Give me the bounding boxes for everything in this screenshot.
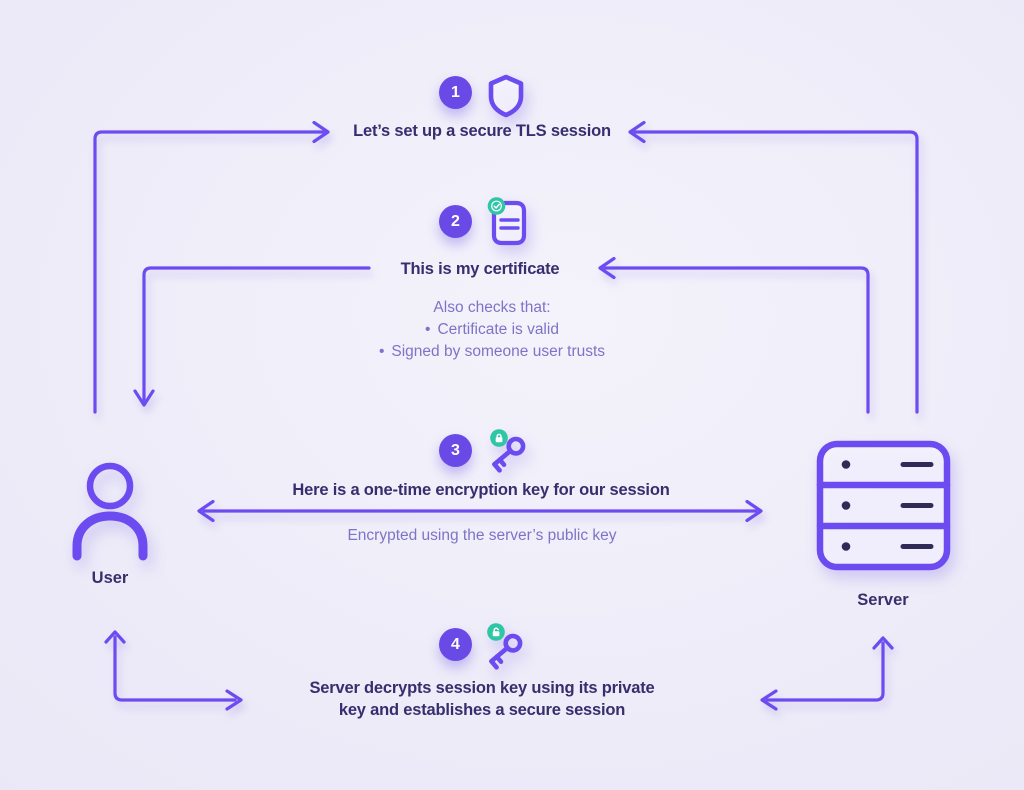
- server-label: Server: [857, 591, 909, 609]
- user-label: User: [91, 569, 129, 587]
- key-unlocked-icon: [487, 623, 523, 670]
- arrow-step4-left: [104, 630, 243, 711]
- arrow-step3-bidirectional: [197, 499, 763, 523]
- verified-badge-icon: [487, 197, 506, 215]
- step4-title-line2: key and establishes a secure session: [338, 701, 626, 719]
- step1-number-badge: 1: [439, 76, 472, 109]
- bullet-marker: •: [425, 321, 431, 338]
- step2-number-badge: 2: [439, 205, 472, 238]
- step3-subtitle: Encrypted using the server’s public key: [347, 527, 617, 544]
- step2-bullet-2: • Signed by someone user trusts: [379, 343, 605, 361]
- arrow-step4-right: [760, 636, 894, 711]
- lock-closed-badge-icon: [490, 429, 508, 447]
- step4-title-line1: Server decrypts session key using its pr…: [309, 679, 655, 697]
- server-icon: [816, 440, 951, 571]
- user-icon: [72, 462, 148, 561]
- step3-number-badge: 3: [439, 434, 472, 467]
- arrow-step1-from-server: [628, 120, 919, 414]
- arrow-step2-to-user: [133, 266, 371, 407]
- bullet-text: Certificate is valid: [437, 321, 559, 338]
- arrow-step2-from-server: [598, 256, 870, 414]
- step4-number-badge: 4: [439, 628, 472, 661]
- step2-bullet-1: • Certificate is valid: [425, 321, 559, 339]
- step1-title: Let’s set up a secure TLS session: [353, 122, 611, 140]
- bullet-marker: •: [378, 343, 385, 360]
- step2-title: This is my certificate: [400, 260, 560, 278]
- step3-title: Here is a one-time encryption key for ou…: [292, 481, 670, 499]
- key-locked-icon: [490, 429, 526, 473]
- certificate-icon: [487, 197, 527, 246]
- step2-note-heading: Also checks that:: [433, 299, 551, 316]
- lock-open-badge-icon: [487, 623, 505, 641]
- arrow-step1-from-user: [93, 120, 330, 414]
- bullet-text: Signed by someone user trusts: [391, 343, 606, 360]
- shield-icon: [488, 74, 524, 118]
